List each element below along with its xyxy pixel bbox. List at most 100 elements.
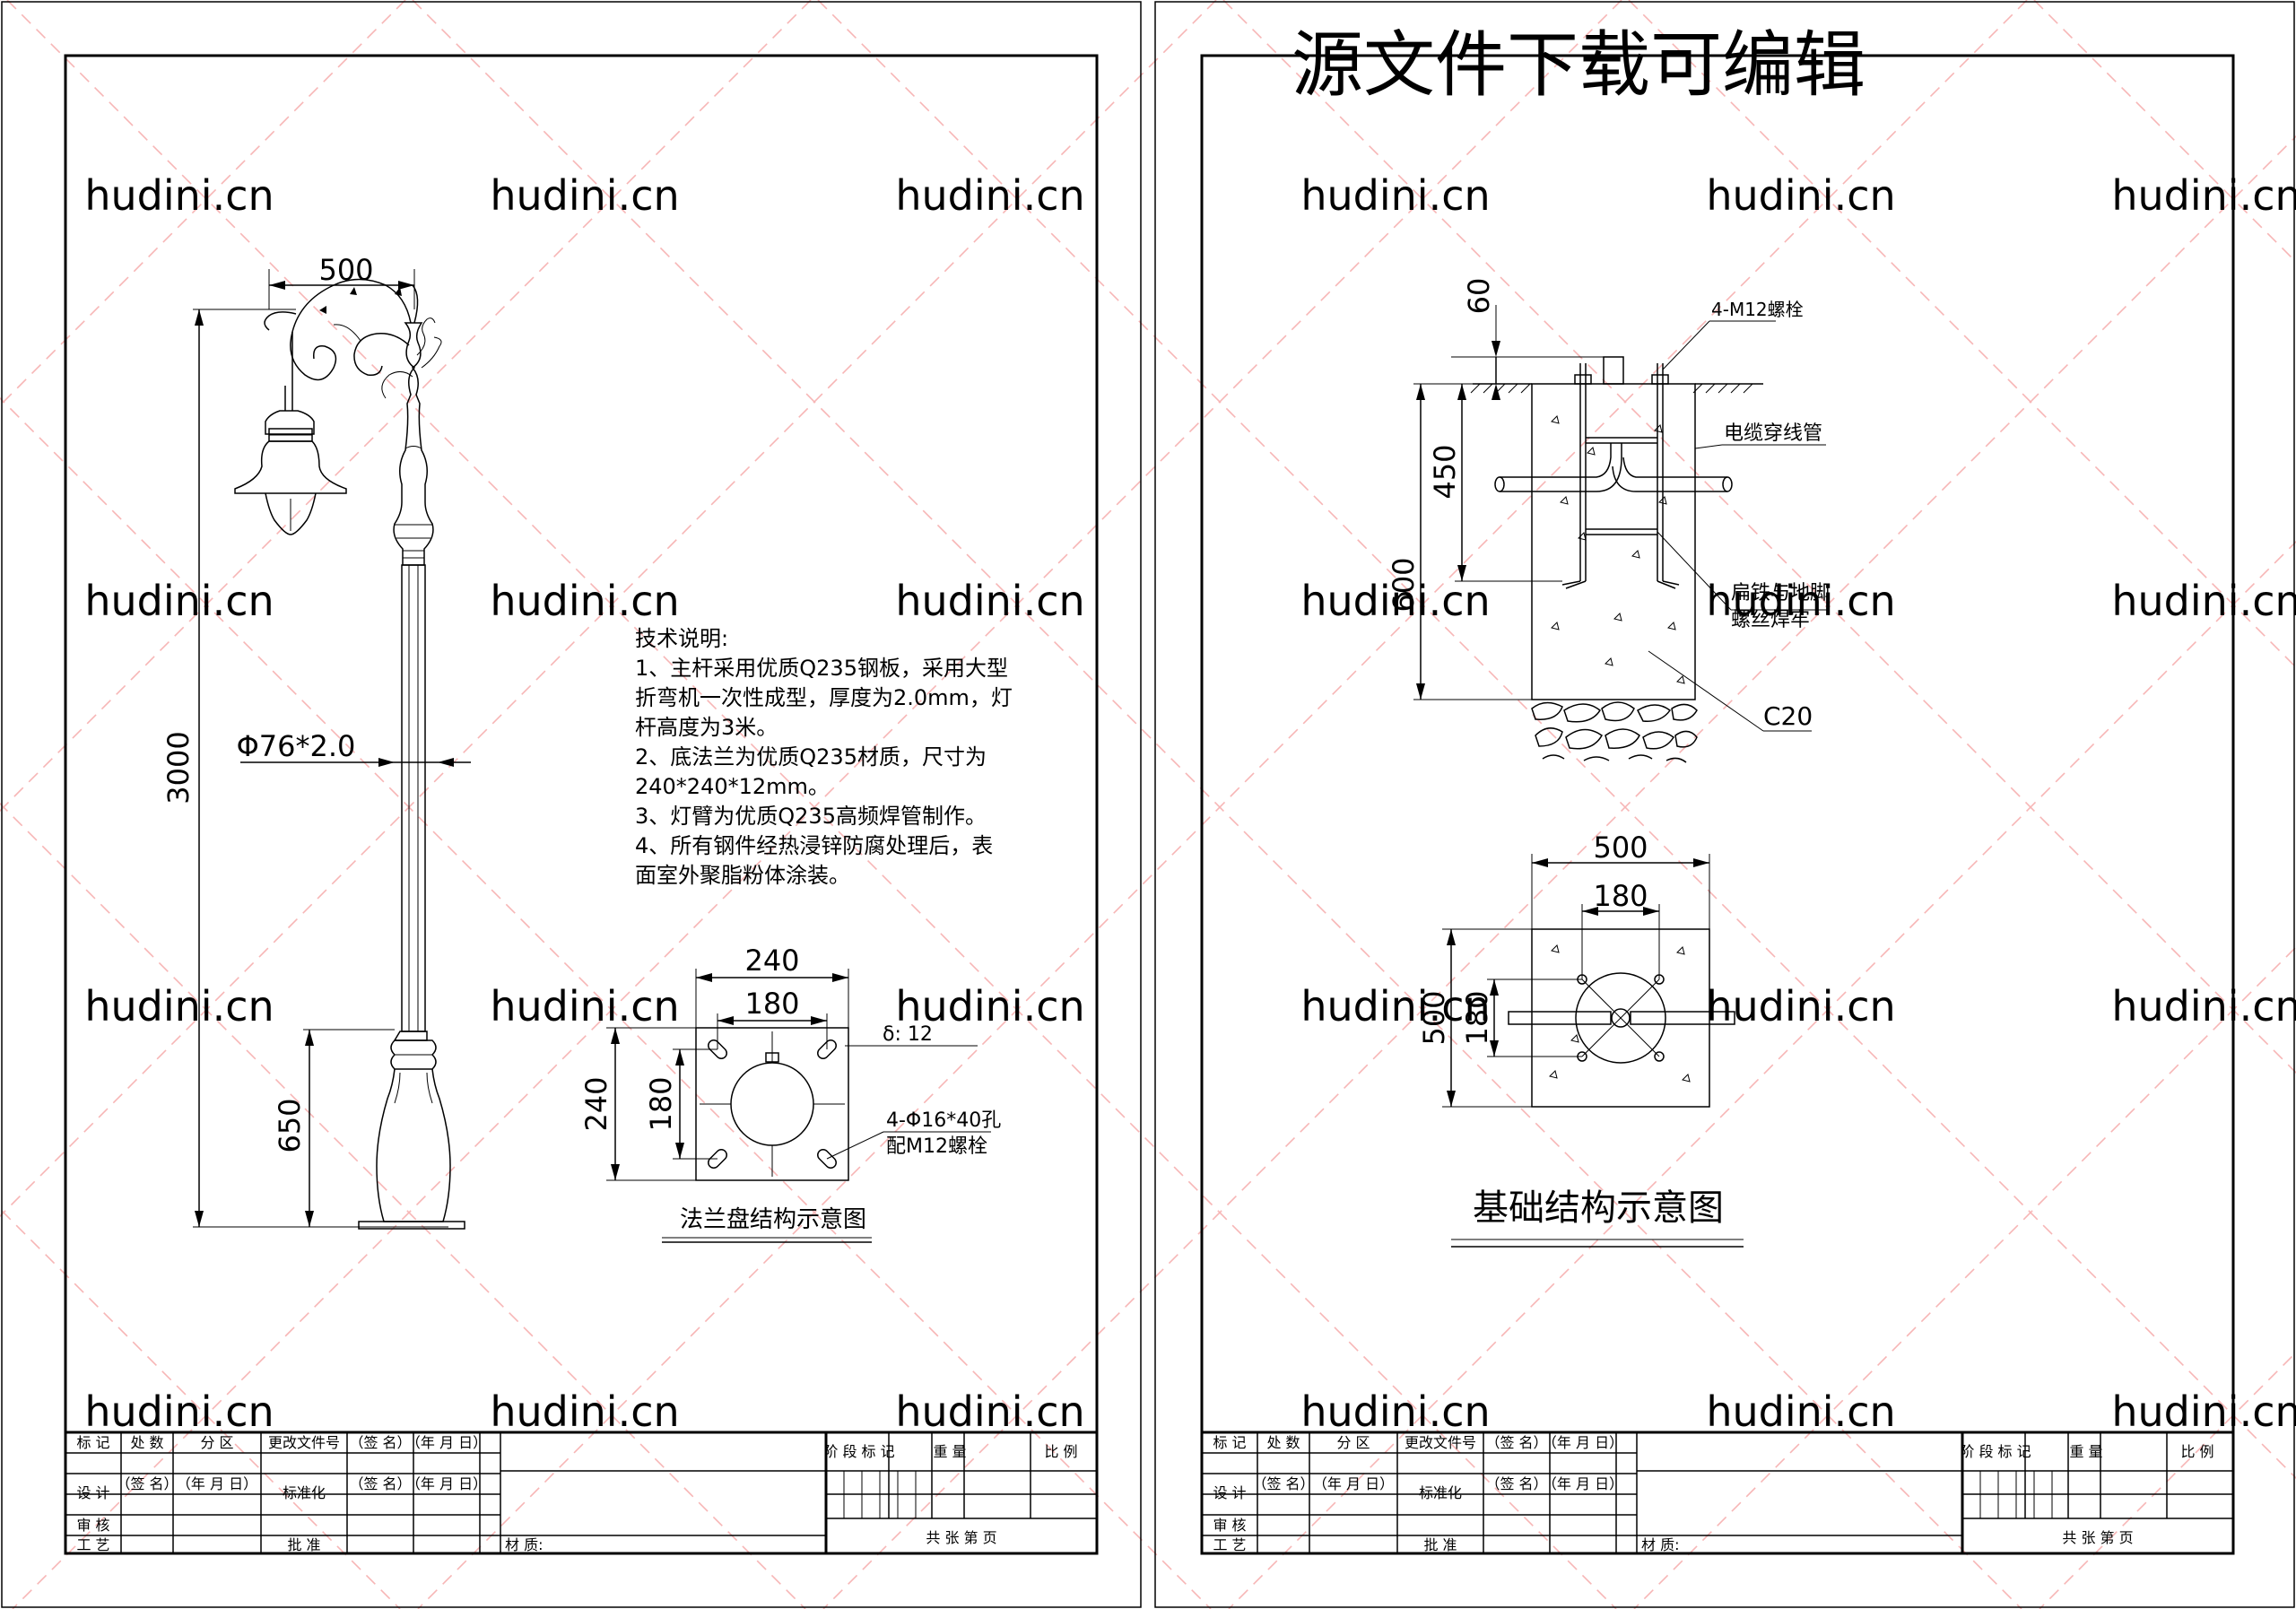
notes-line: 3、灯臂为优质Q235高频焊管制作。	[635, 804, 987, 829]
watermark-banner: 源文件下载可编辑	[1292, 23, 1866, 107]
watermark-site: hudini.cn	[895, 171, 1084, 220]
watermark-site: hudini.cn	[2111, 982, 2296, 1031]
watermark-site: hudini.cn	[490, 171, 679, 220]
watermark-site: hudini.cn	[1706, 171, 1895, 220]
tb-cell: 材 质:	[1641, 1536, 1679, 1553]
tb-cell: （签 名）	[1485, 1475, 1547, 1492]
dim-600: 600	[1387, 557, 1421, 612]
tb-cell: （签 名）	[1485, 1434, 1547, 1451]
watermark-diagonal	[412, 0, 2022, 1609]
tb-cell: 标准化	[1419, 1484, 1462, 1501]
tb-cell: 材 质:	[505, 1536, 543, 1553]
tb-cell: （年 月 日）	[1543, 1434, 1623, 1451]
tb-cell: 比 例	[1044, 1443, 1077, 1460]
notes-line: 折弯机一次性成型，厚度为2.0mm，灯	[635, 685, 1013, 710]
watermark-site: hudini.cn	[1300, 1387, 1490, 1436]
tb-cell: 批 准	[287, 1536, 320, 1553]
plan-inner-height: 180	[1460, 990, 1494, 1045]
tb-cell: 工 艺	[1213, 1536, 1246, 1553]
dim-base-height: 650	[273, 1098, 307, 1152]
flange-plan: 240 180 240 180 δ: 12 4-Φ16*40孔 配M12螺栓 法…	[579, 944, 1001, 1243]
watermark-diagonal	[0, 1207, 401, 1609]
tb-cell: （年 月 日）	[177, 1475, 257, 1492]
watermark-diagonal	[1228, 540, 2296, 1609]
watermark-diagonal	[417, 0, 2028, 1609]
watermark-diagonal	[822, 135, 2296, 1609]
tb-cell: 重 量	[2069, 1443, 2102, 1460]
title-block-right: 标 记处 数分 区更改文件号（签 名）（年 月 日）设 计（签 名）（年 月 日…	[1202, 1431, 2233, 1553]
watermark-site: hudini.cn	[895, 982, 1084, 1031]
technical-notes: 技术说明: 1、主杆采用优质Q235钢板，采用大型 折弯机一次性成型，厚度为2.…	[635, 624, 1030, 891]
tb-cell: 共 张 第 页	[926, 1529, 996, 1546]
watermark-text: hudini.cn hudini.cn hudini.cn hudini.cn hudi…	[84, 171, 2296, 1436]
watermark-site: hudini.cn	[1706, 982, 1895, 1031]
watermark-site: hudini.cn	[1300, 171, 1490, 220]
watermark-diagonal	[1628, 0, 2296, 669]
right-sheet-frame	[1154, 1, 2295, 1608]
watermark-site: hudini.cn	[490, 577, 679, 625]
tb-cell: 重 量	[933, 1443, 966, 1460]
watermark-diagonal	[0, 802, 806, 1609]
tb-cell: 审 核	[1213, 1517, 1246, 1534]
tb-cell: 审 核	[76, 1517, 109, 1534]
dim-pole-diameter: Φ76*2.0	[237, 729, 356, 763]
dim-60: 60	[1462, 278, 1496, 315]
flange-thickness: δ: 12	[883, 1023, 933, 1046]
flange-caption: 法兰盘结构示意图	[680, 1206, 866, 1233]
watermark-site: hudini.cn	[1706, 1387, 1895, 1436]
tb-cell: （签 名）	[116, 1475, 178, 1492]
plan-inner-width: 180	[1593, 879, 1648, 913]
tb-cell: 更改文件号	[1405, 1434, 1476, 1451]
tb-cell: 分 区	[200, 1434, 233, 1451]
lamp-elevation: 500 3000 650 Φ76*2.0	[161, 253, 471, 1230]
flange-bolts: 配M12螺栓	[886, 1135, 987, 1158]
dim-450: 450	[1428, 444, 1462, 499]
weld-label-line1: 扁铁与地脚	[1731, 582, 1830, 604]
foundation-section: 60 450 600 4-M12螺栓 电缆穿线管 扁铁与地脚 螺丝焊牢 C20	[1387, 278, 1830, 763]
watermark-diagonal	[2039, 1351, 2296, 1609]
watermark-site: hudini.cn	[1706, 577, 1895, 625]
watermark-diagonal	[0, 396, 1212, 1609]
tb-cell: 分 区	[1336, 1434, 1370, 1451]
tb-cell: 阶 段 标 记	[1960, 1443, 2031, 1460]
watermark-site: hudini.cn	[84, 1387, 274, 1436]
tb-cell: （年 月 日）	[406, 1434, 487, 1451]
dim-total-height: 3000	[161, 731, 196, 804]
plan-outer-height: 500	[1417, 990, 1451, 1045]
watermark-site: hudini.cn	[490, 982, 679, 1031]
foundation-caption: 基础结构示意图	[1473, 1187, 1724, 1229]
plan-outer-width: 500	[1593, 831, 1648, 865]
watermark-diagonal	[1222, 0, 2296, 1074]
watermark-site: hudini.cn	[2111, 577, 2296, 625]
watermark-site: hudini.cn	[895, 577, 1084, 625]
notes-title: 技术说明:	[635, 626, 729, 651]
notes-line: 面室外聚脂粉体涂装。	[635, 863, 850, 888]
flange-inner-height: 180	[644, 1076, 678, 1131]
watermark-site: hudini.cn	[1300, 982, 1490, 1031]
watermark-site: hudini.cn	[1300, 577, 1490, 625]
notes-line: 1、主杆采用优质Q235钢板，采用大型	[635, 656, 1008, 681]
dim-top-width: 500	[318, 253, 373, 287]
tb-cell: （签 名）	[1252, 1475, 1314, 1492]
cable-label: 电缆穿线管	[1724, 422, 1822, 445]
tb-cell: 设 计	[76, 1484, 109, 1501]
watermark-diagonal	[6, 0, 1617, 1609]
watermark-site: hudini.cn	[84, 577, 274, 625]
tb-cell: 标 记	[1213, 1434, 1246, 1451]
watermark-site: hudini.cn	[84, 171, 274, 220]
notes-line: 4、所有钢件经热浸锌防腐处理后，表	[635, 833, 994, 858]
tb-cell: （年 月 日）	[1543, 1475, 1623, 1492]
tb-cell: 处 数	[130, 1434, 163, 1451]
notes-line: 240*240*12mm。	[635, 774, 830, 799]
flange-holes: 4-Φ16*40孔	[886, 1109, 1001, 1132]
watermark-diagonal	[817, 0, 2296, 1480]
tb-cell: 阶 段 标 记	[823, 1443, 894, 1460]
flange-outer-width: 240	[744, 944, 799, 978]
left-sheet-frame	[1, 1, 1142, 1608]
watermark-diagonal	[0, 0, 1217, 1218]
watermark-site: hudini.cn	[84, 982, 274, 1031]
flange-inner-width: 180	[744, 987, 799, 1021]
title-block-left: 标 记处 数分 区更改文件号（签 名）（年 月 日）设 计（签 名）（年 月 日…	[65, 1431, 1097, 1553]
